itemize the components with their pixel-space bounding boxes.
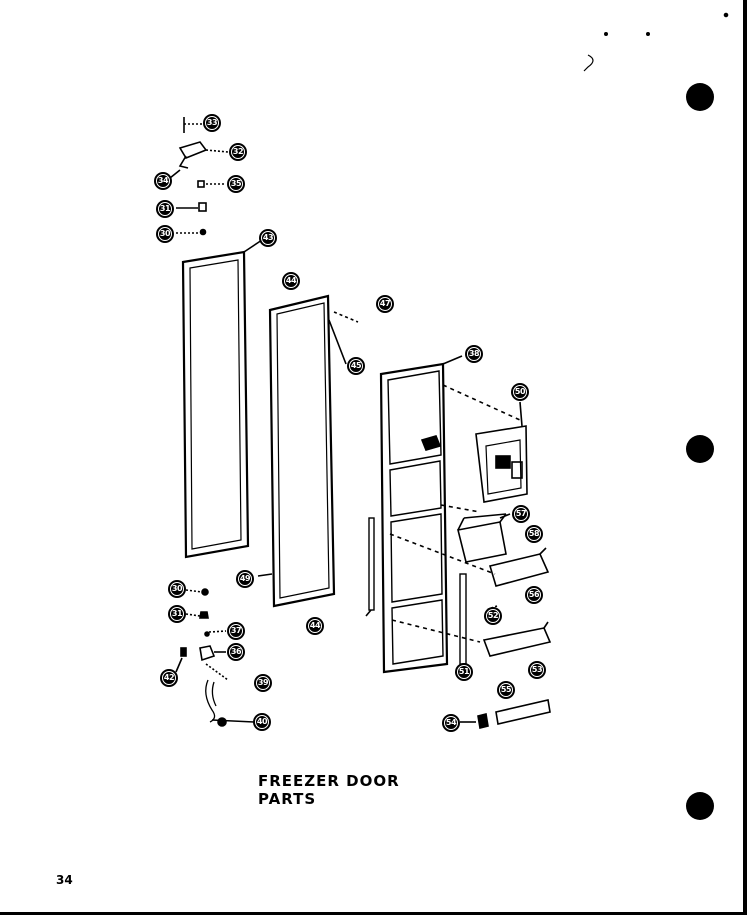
- callout-31-top: 31: [156, 200, 174, 218]
- callout-37: 37: [227, 622, 245, 640]
- callout-50: 50: [511, 383, 529, 401]
- callout-44-top: 44: [282, 272, 300, 290]
- callout-56-right: 56: [525, 586, 543, 604]
- callout-39: 39: [254, 674, 272, 692]
- callout-31-bottom: 31: [168, 605, 186, 623]
- callout-49: 49: [236, 570, 254, 588]
- callout-30-top: 30: [156, 225, 174, 243]
- callout-58: 58: [525, 525, 543, 543]
- callout-57: 57: [512, 505, 530, 523]
- callout-54: 54: [442, 714, 460, 732]
- diagram-caption: FREEZER DOOR PARTS: [258, 772, 400, 808]
- callout-38: 38: [465, 345, 483, 363]
- callout-40: 40: [253, 713, 271, 731]
- callout-51: 51: [455, 663, 473, 681]
- page-number: 34: [56, 873, 73, 887]
- callout-32: 32: [229, 143, 247, 161]
- callout-43: 43: [259, 229, 277, 247]
- callout-36: 36: [227, 643, 245, 661]
- callout-55: 55: [497, 681, 515, 699]
- callout-45: 45: [347, 357, 365, 375]
- callout-35: 35: [227, 175, 245, 193]
- callout-47: 47: [376, 295, 394, 313]
- callout-53: 53: [528, 661, 546, 679]
- callout-44-bottom: 44: [306, 617, 324, 635]
- binder-hole-bottom: [686, 792, 714, 820]
- callout-42: 42: [160, 669, 178, 687]
- callout-30-bottom: 30: [168, 580, 186, 598]
- callout-33: 33: [203, 114, 221, 132]
- binder-hole-top: [686, 83, 714, 111]
- callout-52: 52: [484, 607, 502, 625]
- binder-hole-middle: [686, 435, 714, 463]
- callout-34: 34: [154, 172, 172, 190]
